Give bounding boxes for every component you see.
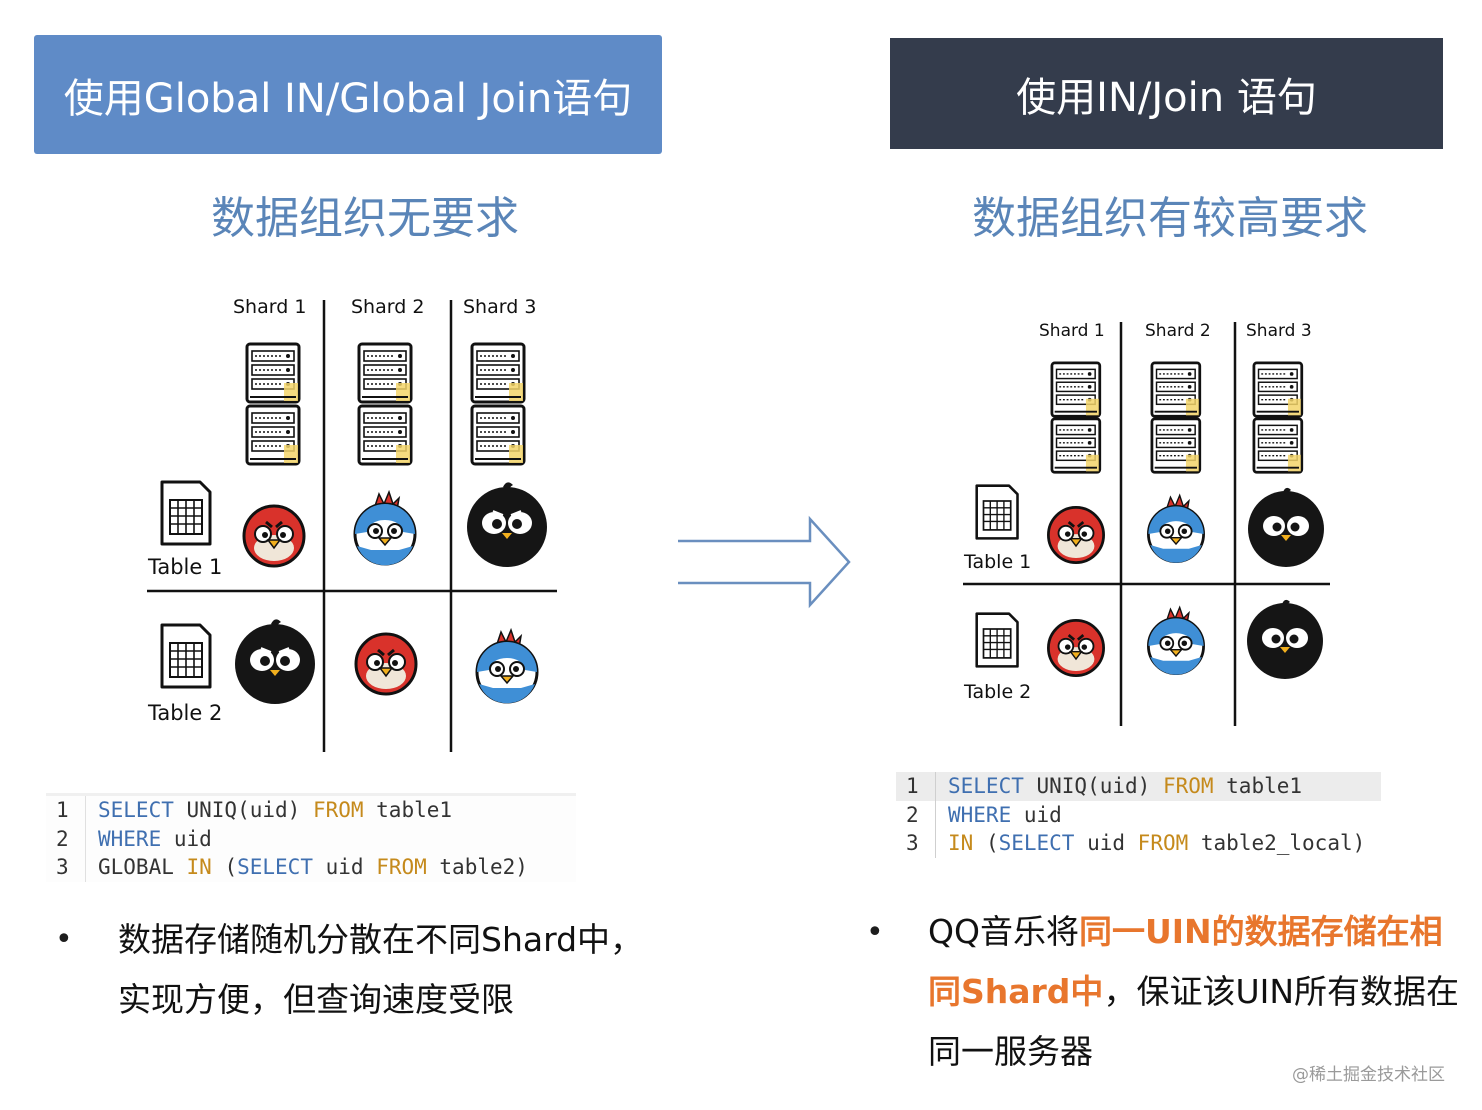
server-icon	[1252, 361, 1304, 418]
left-header: 使用Global IN/Global Join语句	[34, 35, 662, 154]
highlight-text: 同Shard中	[928, 972, 1104, 1011]
server-icon	[357, 404, 413, 466]
table-label: Table 2	[147, 701, 222, 725]
server-icon	[1050, 417, 1102, 474]
server-icon	[470, 404, 526, 466]
red-bird-icon	[354, 632, 418, 696]
blue-bird-icon	[1147, 493, 1205, 565]
line-number: 1	[46, 796, 86, 825]
highlight-text: 同一UIN的数据存储在相	[1078, 912, 1443, 951]
shard-label: Shard 1	[233, 296, 306, 318]
table-label: Table 1	[147, 555, 222, 579]
bullet-line: 数据存储随机分散在不同Shard中，	[118, 920, 644, 959]
code-line: 2 WHERE uid	[46, 824, 576, 853]
black-bird-icon	[234, 618, 316, 705]
server-icon	[245, 404, 301, 466]
left-sql-code: 1 SELECT UNIQ(uid) FROM table1 2 WHERE u…	[46, 793, 576, 882]
left-shard-grid: Shard 1 Shard 2 Shard 3 Table 1 Table 2	[147, 296, 557, 752]
red-bird-icon	[242, 504, 306, 568]
bullet-icon: •	[866, 915, 884, 950]
shard-label: Shard 2	[1145, 321, 1211, 341]
line-number: 3	[46, 853, 86, 882]
server-icon	[470, 342, 526, 404]
blue-bird-icon	[475, 628, 539, 705]
table-label: Table 1	[963, 551, 1031, 573]
right-bullet-text: QQ音乐将同一UIN的数据存储在相 同Shard中，保证该UIN所有数据在 同一…	[928, 902, 1468, 1082]
table-icon	[160, 480, 212, 546]
black-bird-icon	[1248, 487, 1324, 567]
code-line: 2 WHERE uid	[896, 800, 1381, 829]
right-arrow-icon	[678, 515, 851, 609]
code-line: 3 IN (SELECT uid FROM table2_local)	[896, 829, 1381, 858]
code-line: 1 SELECT UNIQ(uid) FROM table1	[46, 796, 576, 825]
line-number: 1	[896, 772, 936, 801]
bullet-line: QQ音乐将同一UIN的数据存储在相	[928, 912, 1443, 951]
blue-bird-icon	[353, 490, 417, 567]
right-shard-grid: Shard 1 Shard 2 Shard 3 Table 1 Table 2	[963, 321, 1330, 726]
red-bird-icon	[1047, 506, 1105, 564]
shard-label: Shard 2	[351, 296, 424, 318]
bullet-line: 同Shard中，保证该UIN所有数据在	[928, 972, 1460, 1011]
shard-label: Shard 3	[463, 296, 536, 318]
shard-label: Shard 1	[1039, 321, 1105, 341]
left-subtitle: 数据组织无要求	[211, 193, 519, 244]
code-line: 3 GLOBAL IN (SELECT uid FROM table2)	[46, 853, 576, 882]
line-number: 2	[46, 824, 86, 853]
bullet-line: 同一服务器	[928, 1032, 1093, 1071]
black-bird-icon	[1247, 599, 1323, 679]
transform-arrow	[678, 515, 851, 609]
server-icon	[357, 342, 413, 404]
shard-label: Shard 3	[1246, 321, 1312, 341]
right-sql-code: 1 SELECT UNIQ(uid) FROM table1 2 WHERE u…	[896, 772, 1381, 858]
server-icon	[1050, 361, 1102, 418]
black-bird-icon	[466, 481, 548, 568]
right-header-title: 使用IN/Join 语句	[1016, 74, 1317, 121]
right-header: 使用IN/Join 语句	[890, 38, 1443, 149]
line-number: 3	[896, 829, 936, 858]
server-icon	[245, 342, 301, 404]
bullet-icon: •	[55, 922, 73, 957]
bullet-line: 实现方便，但查询速度受限	[118, 980, 514, 1019]
right-subtitle: 数据组织有较高要求	[972, 193, 1368, 244]
line-number: 2	[896, 800, 936, 829]
blue-bird-icon	[1147, 605, 1205, 677]
server-icon	[1150, 361, 1202, 418]
watermark: @稀土掘金技术社区	[1292, 1065, 1445, 1085]
left-bullet-text: 数据存储随机分散在不同Shard中， 实现方便，但查询速度受限	[118, 910, 658, 1030]
left-header-title: 使用Global IN/Global Join语句	[63, 75, 633, 122]
table-label: Table 2	[963, 681, 1031, 703]
red-bird-icon	[1047, 619, 1105, 677]
server-icon	[1252, 417, 1304, 474]
table-icon	[975, 612, 1019, 668]
code-line: 1 SELECT UNIQ(uid) FROM table1	[896, 772, 1381, 801]
table-icon	[160, 623, 212, 689]
server-icon	[1150, 417, 1202, 474]
table-icon	[975, 484, 1019, 540]
